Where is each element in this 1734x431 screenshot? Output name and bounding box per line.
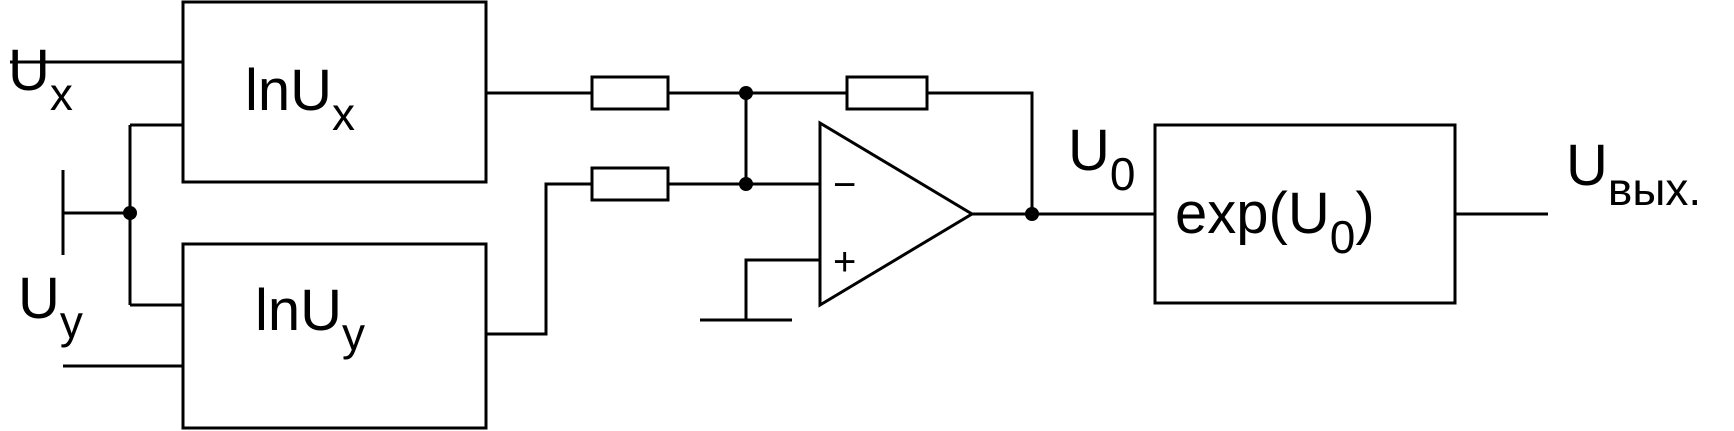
input-ux-label: Ux [8,38,73,120]
output-label: Uвых. [1566,133,1701,215]
output-junction-dot [1025,207,1039,221]
exp-block [1153,123,1457,305]
feedback-resistor [845,75,929,111]
opamp-triangle [818,120,975,308]
common-junction-dot [123,206,137,220]
resistor-r1 [590,75,670,111]
log-x-block [181,0,488,184]
feedback-wire [927,91,1034,214]
input-uy-label: Uy [18,266,83,348]
opamp-noninverting-sign: + [833,240,856,284]
log-y-block [181,242,488,430]
u0-node-label: U0 [1068,118,1135,200]
opamp-inverting-sign: − [833,163,856,207]
log-x-block-label: lnUx [245,58,355,140]
noninverting-ground-wire [744,258,820,320]
lny-output-wire [486,182,592,336]
exp-block-label: exp(U0) [1175,181,1375,263]
resistor-r2 [590,166,670,202]
log-y-block-label: lnUy [255,278,365,360]
